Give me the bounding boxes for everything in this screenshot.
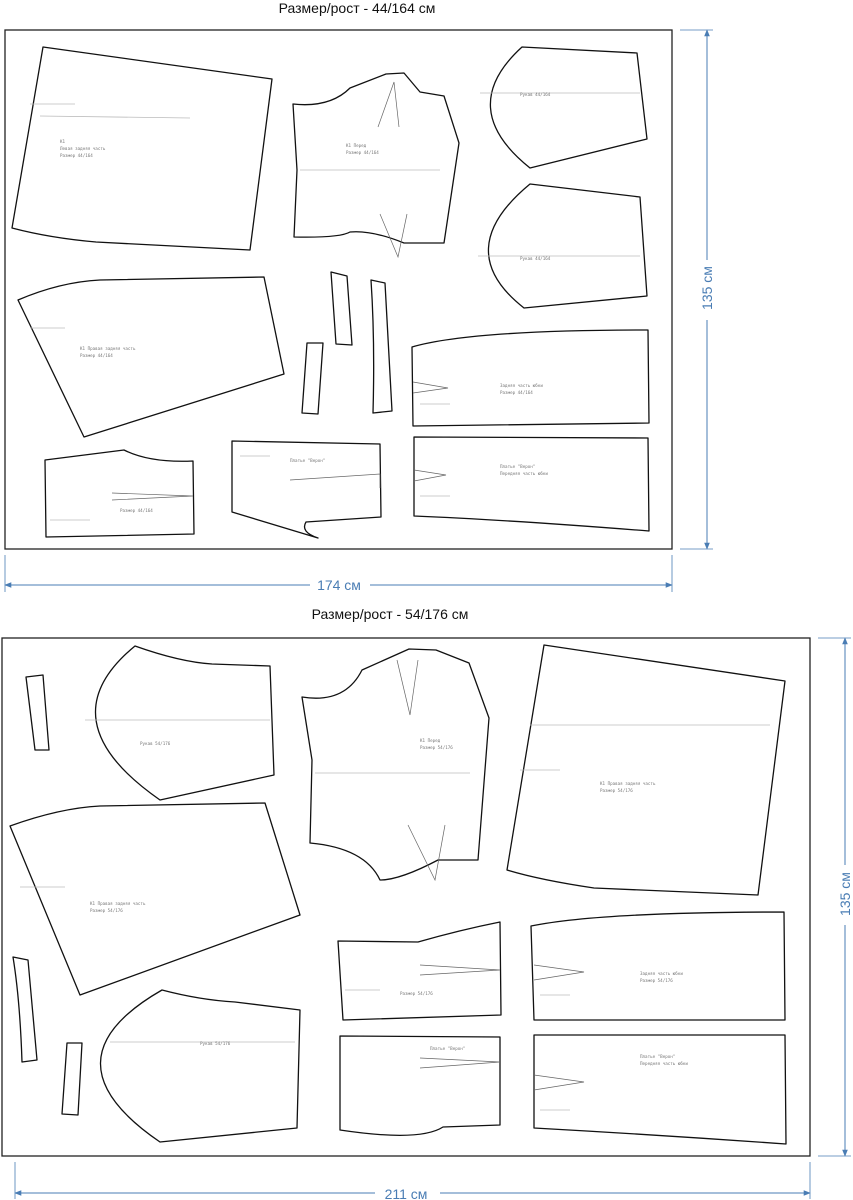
svg-text:Размер 54/176: Размер 54/176	[400, 991, 433, 996]
svg-text:Размер 44/164: Размер 44/164	[346, 150, 379, 155]
svg-text:К1 Правая задняя часть: К1 Правая задняя часть	[90, 901, 146, 906]
pattern-piece-skirt-2: Платье "Верон" Передняя часть юбки	[413, 436, 650, 532]
pattern-piece-facing-1	[330, 271, 353, 346]
pattern-piece-skirt-1: Задняя часть юбки Размер 54/176	[530, 911, 786, 1021]
svg-text:Рукав 44/164: Рукав 44/164	[520, 92, 551, 97]
pattern-piece-back: К1 Правая задняя часть Размер 54/176	[506, 644, 786, 896]
svg-text:Передняя часть юбки: Передняя часть юбки	[640, 1061, 688, 1066]
svg-text:Размер 44/164: Размер 44/164	[500, 390, 533, 395]
layout-title: Размер/рост - 44/164 см	[279, 0, 436, 16]
svg-text:Платье "Верон": Платье "Верон"	[500, 464, 535, 469]
svg-text:К1 Перед: К1 Перед	[346, 143, 367, 148]
pattern-piece-sleeve-1: Рукав 44/164	[480, 46, 648, 169]
svg-text:Платье "Верон": Платье "Верон"	[640, 1054, 675, 1059]
width-label: 174 см	[317, 577, 361, 593]
svg-text:Передняя часть юбки: Передняя часть юбки	[500, 471, 548, 476]
layout-54-176: Размер/рост - 54/176 см Рукав 54/176 К1 …	[1, 606, 853, 1200]
svg-text:Размер 54/176: Размер 54/176	[600, 788, 633, 793]
pattern-piece-back-lower: К1 Правая задняя часть Размер 44/164	[17, 276, 285, 438]
svg-text:Рукав 44/164: Рукав 44/164	[520, 256, 551, 261]
svg-text:Задняя часть юбки: Задняя часть юбки	[500, 383, 543, 388]
svg-text:Размер 54/176: Размер 54/176	[90, 908, 123, 913]
svg-text:Размер 44/164: Размер 44/164	[80, 353, 113, 358]
pattern-piece-bodice-1: Размер 54/176	[337, 921, 502, 1021]
svg-text:К1 Правая задняя часть: К1 Правая задняя часть	[600, 781, 656, 786]
svg-text:Размер 44/164: Размер 44/164	[60, 153, 93, 158]
pattern-piece-bodice-left: Размер 44/164	[44, 449, 195, 538]
pattern-piece-sleeve-1: Рукав 54/176	[85, 645, 275, 801]
pattern-piece-skirt-1: Задняя часть юбки Размер 44/164	[411, 329, 650, 427]
pattern-piece-facing-2	[12, 956, 38, 1063]
pattern-piece-facing-3	[301, 342, 324, 415]
svg-text:К1 Перед: К1 Перед	[420, 738, 441, 743]
fabric-frame	[4, 29, 673, 550]
layout-44-164: Размер/рост - 44/164 см К1 Левая задняя …	[4, 0, 717, 594]
fabric-frame	[1, 637, 811, 1157]
width-label: 211 см	[385, 1186, 428, 1200]
layout-title: Размер/рост - 54/176 см	[312, 606, 469, 622]
height-label: 135 см	[837, 872, 853, 916]
pattern-piece-back-lower: К1 Правая задняя часть Размер 54/176	[9, 802, 301, 996]
svg-text:Размер 44/164: Размер 44/164	[120, 508, 153, 513]
svg-text:К1: К1	[60, 139, 66, 144]
pattern-piece-back: К1 Левая задняя часть Размер 44/164	[11, 46, 273, 251]
height-label: 135 см	[699, 266, 715, 310]
pattern-piece-facing-3	[61, 1042, 83, 1116]
pattern-piece-bodice-center: Платье "Верон"	[231, 440, 382, 539]
svg-text:Платье "Верон": Платье "Верон"	[430, 1046, 465, 1051]
pattern-piece-front: К1 Перед Размер 54/176	[301, 648, 490, 882]
pattern-piece-facing-1	[25, 674, 50, 751]
pattern-piece-sleeve-2: Рукав 44/164	[478, 183, 648, 309]
pattern-piece-skirt-2: Платье "Верон" Передняя часть юбки	[533, 1034, 787, 1145]
pattern-piece-bodice-2: Платье "Верон"	[339, 1035, 501, 1136]
svg-text:Задняя часть юбки: Задняя часть юбки	[640, 971, 683, 976]
pattern-piece-front: К1 Перед Размер 44/164	[292, 72, 460, 259]
pattern-piece-sleeve-2: Рукав 54/176	[99, 989, 301, 1143]
svg-text:Платье "Верон": Платье "Верон"	[290, 458, 325, 463]
svg-text:Левая задняя часть: Левая задняя часть	[60, 146, 106, 151]
pattern-piece-facing-2	[370, 279, 393, 414]
svg-text:Рукав 54/176: Рукав 54/176	[200, 1041, 231, 1046]
svg-text:Размер 54/176: Размер 54/176	[640, 978, 673, 983]
svg-text:Размер 54/176: Размер 54/176	[420, 745, 453, 750]
svg-text:Рукав 54/176: Рукав 54/176	[140, 741, 171, 746]
svg-text:К1 Правая задняя часть: К1 Правая задняя часть	[80, 346, 136, 351]
